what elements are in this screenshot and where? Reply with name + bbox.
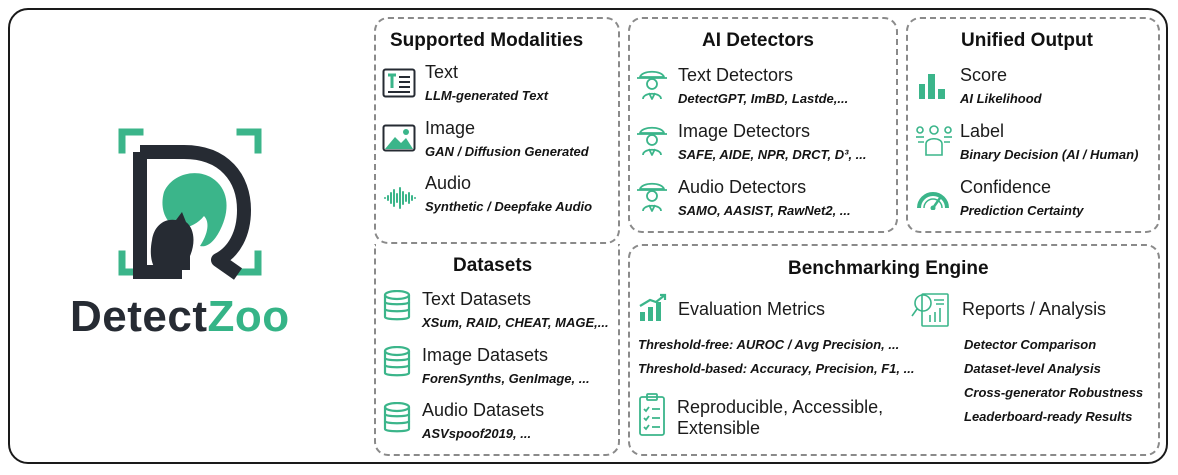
report-dataset-level: Dataset-level Analysis (964, 361, 1101, 376)
detector-image-sub: SAFE, AIDE, NPR, DRCT, D³, ... (678, 147, 867, 162)
dataset-audio-sub: ASVspoof2019, ... (422, 426, 532, 441)
output-label-label: Label (960, 121, 1005, 141)
brand-name-part2: Zoo (207, 292, 290, 341)
dataset-text-sub: XSum, RAID, CHEAT, MAGE,... (422, 315, 609, 330)
bar-chart-icon (919, 74, 945, 99)
output-confidence-sub: Prediction Certainty (960, 203, 1084, 218)
report-detector-comparison: Detector Comparison (964, 337, 1097, 352)
audio-waveform-icon (384, 187, 416, 209)
detector-audio-sub: SAMO, AASIST, RawNet2, ... (678, 203, 851, 218)
modality-image-label: Image (425, 118, 476, 138)
metrics-line-threshold-based: Threshold-based: Accuracy, Precision, F1… (638, 361, 915, 376)
metrics-label: Evaluation Metrics (678, 299, 826, 319)
dataset-image-label: Image Datasets (422, 345, 549, 365)
report-leaderboard: Leaderboard-ready Results (964, 409, 1133, 424)
report-analysis-icon (911, 293, 949, 327)
detector-image-label: Image Detectors (678, 121, 811, 141)
dataset-image-sub: ForenSynths, GenImage, ... (422, 371, 590, 386)
brand-name: DetectZoo (70, 292, 290, 342)
database-icon (383, 346, 411, 377)
benchmark-panel (628, 244, 1160, 456)
detectors-title: AI Detectors (702, 30, 814, 51)
modality-audio-label: Audio (425, 173, 472, 193)
gauge-icon (917, 192, 949, 210)
database-icon (383, 402, 411, 433)
output-label-sub: Binary Decision (AI / Human) (960, 147, 1139, 162)
detective-icon (637, 126, 667, 156)
repro-line2: Extensible (677, 418, 761, 438)
datasets-title: Datasets (453, 255, 533, 276)
growth-chart-icon (639, 293, 667, 321)
decision-person-icon (916, 125, 952, 156)
outer-frame (8, 8, 1168, 464)
detective-icon (637, 182, 667, 212)
repro-line1: Reproducible, Accessible, (677, 397, 884, 417)
modalities-title: Supported Modalities (390, 30, 584, 51)
detective-icon (637, 70, 667, 100)
image-landscape-icon (382, 124, 416, 152)
output-score-sub: AI Likelihood (960, 91, 1042, 106)
detector-text-sub: DetectGPT, ImBD, Lastde,... (678, 91, 849, 106)
output-score-label: Score (960, 65, 1008, 85)
metrics-line-threshold-free: Threshold-free: AUROC / Avg Precision, .… (638, 337, 900, 352)
detector-audio-label: Audio Detectors (678, 177, 807, 197)
reports-label: Reports / Analysis (962, 299, 1107, 319)
modality-audio-sub: Synthetic / Deepfake Audio (425, 199, 593, 214)
database-icon (383, 290, 411, 321)
modalities-panel (374, 17, 620, 244)
detectors-panel (628, 17, 898, 233)
detector-text-label: Text Detectors (678, 65, 794, 85)
output-panel (906, 17, 1160, 233)
modality-image-sub: GAN / Diffusion Generated (425, 144, 589, 159)
dataset-text-label: Text Datasets (422, 289, 532, 309)
text-document-icon (382, 68, 416, 98)
output-title: Unified Output (961, 30, 1093, 51)
modality-text-label: Text (425, 62, 459, 82)
clipboard-checklist-icon (639, 393, 665, 436)
dataset-audio-label: Audio Datasets (422, 400, 545, 420)
datasets-panel (374, 244, 620, 456)
output-confidence-label: Confidence (960, 177, 1052, 197)
benchmark-title: Benchmarking Engine (788, 258, 989, 279)
report-cross-generator: Cross-generator Robustness (964, 385, 1144, 400)
modality-text-sub: LLM-generated Text (425, 88, 549, 103)
brand-name-part1: Detect (70, 292, 208, 341)
detectzoo-logo-icon (118, 128, 262, 280)
